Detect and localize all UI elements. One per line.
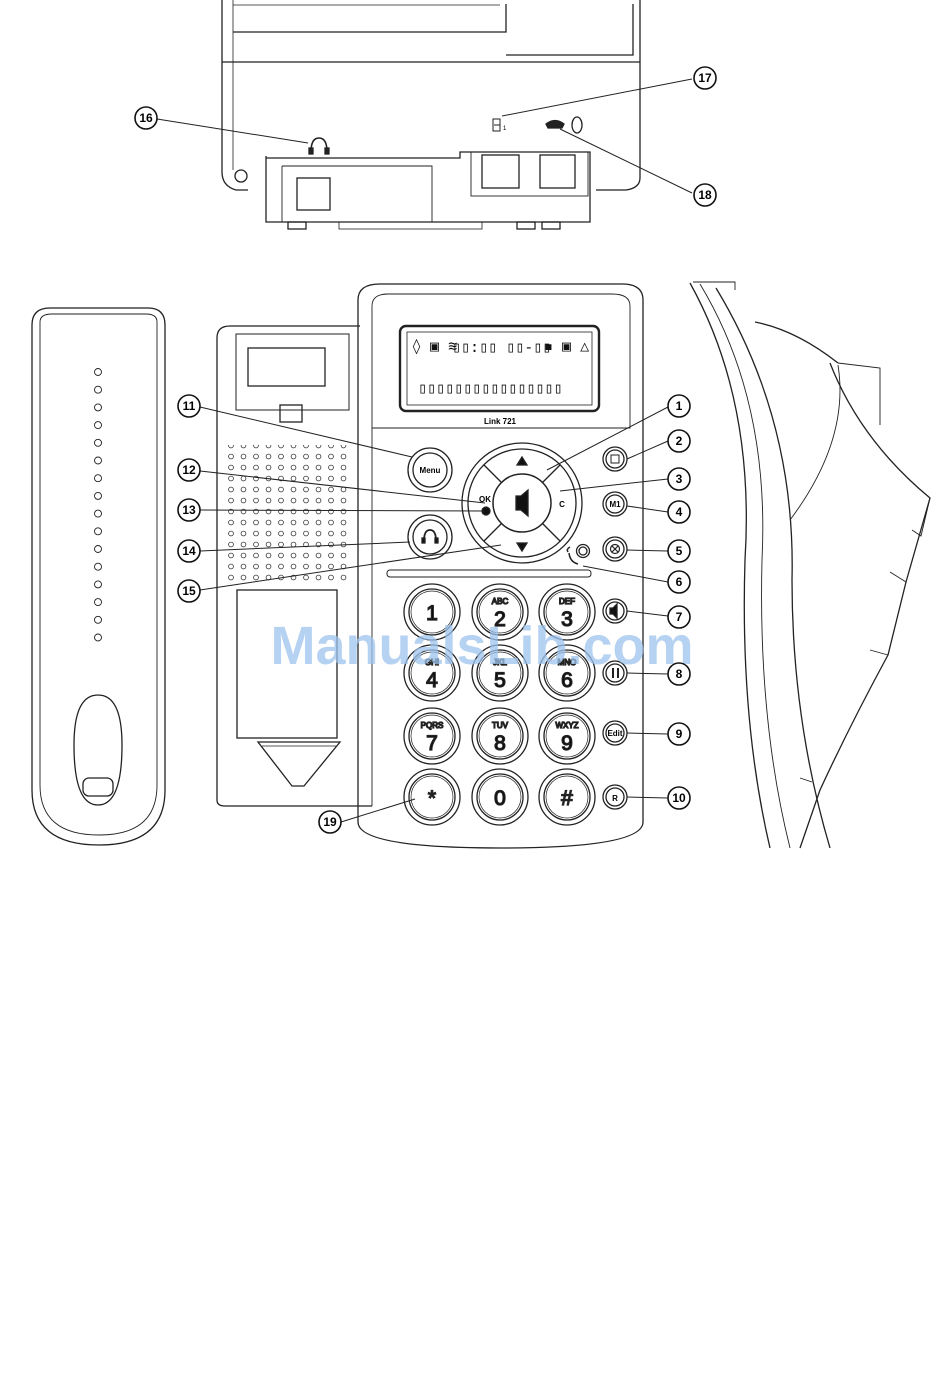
callout-number: 8 <box>676 667 683 681</box>
svg-text:▪ ▣ △: ▪ ▣ △ <box>544 337 589 355</box>
callout-number: 14 <box>182 544 196 558</box>
svg-text:◊ ▣ ≋: ◊ ▣ ≋ <box>412 337 457 355</box>
callout-19: 19 <box>319 811 341 833</box>
keypad-key[interactable]: TUV 8 <box>472 708 528 764</box>
earpiece-hole <box>95 634 102 641</box>
callout-number: 13 <box>182 503 196 517</box>
callout-7: 7 <box>668 606 690 628</box>
callout-8: 8 <box>668 663 690 685</box>
callout-9: 9 <box>668 723 690 745</box>
m1-button[interactable]: M1 <box>609 500 621 509</box>
callout-15: 15 <box>178 580 200 602</box>
callout-number: 5 <box>676 544 683 558</box>
keypad-key-letters: PQRS <box>421 721 444 730</box>
callout-number: 12 <box>182 463 196 477</box>
lcd-display: ◊ ▣ ≋ ▯▯:▯▯ ▯▯-▯▯ ▪ ▣ △ ▯▯▯▯▯▯▯▯▯▯▯▯▯▯▯▯ <box>412 337 589 397</box>
callout-14: 14 <box>178 540 200 562</box>
keypad-key[interactable]: 0 <box>472 769 528 825</box>
callout-number: 6 <box>676 575 683 589</box>
keypad-key[interactable]: PQRS 7 <box>404 708 460 764</box>
callout-number: 2 <box>676 434 683 448</box>
callout-number: 3 <box>676 472 683 486</box>
keypad-key[interactable]: WXYZ 9 <box>539 708 595 764</box>
callout-number: 18 <box>698 188 712 202</box>
earpiece-hole <box>95 510 102 517</box>
keypad-key[interactable]: * <box>404 769 460 825</box>
recall-button[interactable]: R <box>612 794 618 803</box>
earpiece-hole <box>95 546 102 553</box>
keypad-key-letters: ABC <box>492 597 509 606</box>
earpiece-hole <box>95 439 102 446</box>
callout-number: 16 <box>139 111 153 125</box>
callout-number: 17 <box>698 71 712 85</box>
keypad-key-letters: DEF <box>559 597 575 606</box>
callout-12: 12 <box>178 459 200 481</box>
callout-number: 9 <box>676 727 683 741</box>
earpiece-hole <box>95 599 102 606</box>
callout-11: 11 <box>178 395 200 417</box>
earpiece-hole <box>95 457 102 464</box>
callout-18: 18 <box>694 184 716 206</box>
clear-button[interactable]: C <box>559 500 565 509</box>
keypad-key-digit: 8 <box>494 732 506 755</box>
edit-button[interactable]: Edit <box>607 729 622 738</box>
keypad-key-digit: # <box>561 787 573 810</box>
callout-6: 6 <box>668 571 690 593</box>
callout-4: 4 <box>668 501 690 523</box>
callout-number: 11 <box>183 399 196 413</box>
callout-5: 5 <box>668 540 690 562</box>
callout-10: 10 <box>668 787 690 809</box>
keypad-key-digit: * <box>428 787 436 810</box>
lcd-line-1: ▯▯:▯▯ ▯▯-▯▯ <box>452 338 551 356</box>
callout-2: 2 <box>668 430 690 452</box>
keypad-key-letters: WXYZ <box>555 721 578 730</box>
keypad-key-digit: 7 <box>426 732 438 755</box>
rear-view <box>222 0 640 229</box>
earpiece-hole <box>95 475 102 482</box>
callout-number: 7 <box>676 610 683 624</box>
callout-number: 19 <box>323 815 337 829</box>
earpiece-hole <box>95 581 102 588</box>
menu-button[interactable]: Menu <box>420 466 441 475</box>
callout-number: 10 <box>672 791 686 805</box>
callout-13: 13 <box>178 499 200 521</box>
earpiece-hole <box>95 528 102 535</box>
handset-side <box>690 282 930 848</box>
callout-number: 15 <box>182 584 196 598</box>
callout-1: 1 <box>668 395 690 417</box>
earpiece-hole <box>95 492 102 499</box>
keypad-key-digit: 0 <box>494 787 506 810</box>
watermark-text: ManualsLib.com <box>270 616 693 676</box>
handset-front <box>32 308 165 845</box>
lcd-line-2: ▯▯▯▯▯▯▯▯▯▯▯▯▯▯▯▯ <box>418 379 563 397</box>
callout-number: 4 <box>676 505 683 519</box>
earpiece-hole <box>95 369 102 376</box>
keypad-key-letters: TUV <box>492 721 509 730</box>
switch-position-label: 1 <box>503 126 507 132</box>
earpiece-hole <box>95 386 102 393</box>
model-label: Link 721 <box>484 417 517 426</box>
keypad-key[interactable]: # <box>539 769 595 825</box>
earpiece-hole <box>95 422 102 429</box>
earpiece-hole <box>95 563 102 570</box>
callout-16: 16 <box>135 107 157 129</box>
callout-3: 3 <box>668 468 690 490</box>
handset-phone-icon: 1 <box>503 126 507 132</box>
callout-17: 17 <box>694 67 716 89</box>
speaker-grill <box>228 445 348 581</box>
earpiece-hole <box>95 616 102 623</box>
earpiece-hole <box>95 404 102 411</box>
callout-number: 1 <box>676 399 683 413</box>
keypad-key-digit: 9 <box>561 732 573 755</box>
